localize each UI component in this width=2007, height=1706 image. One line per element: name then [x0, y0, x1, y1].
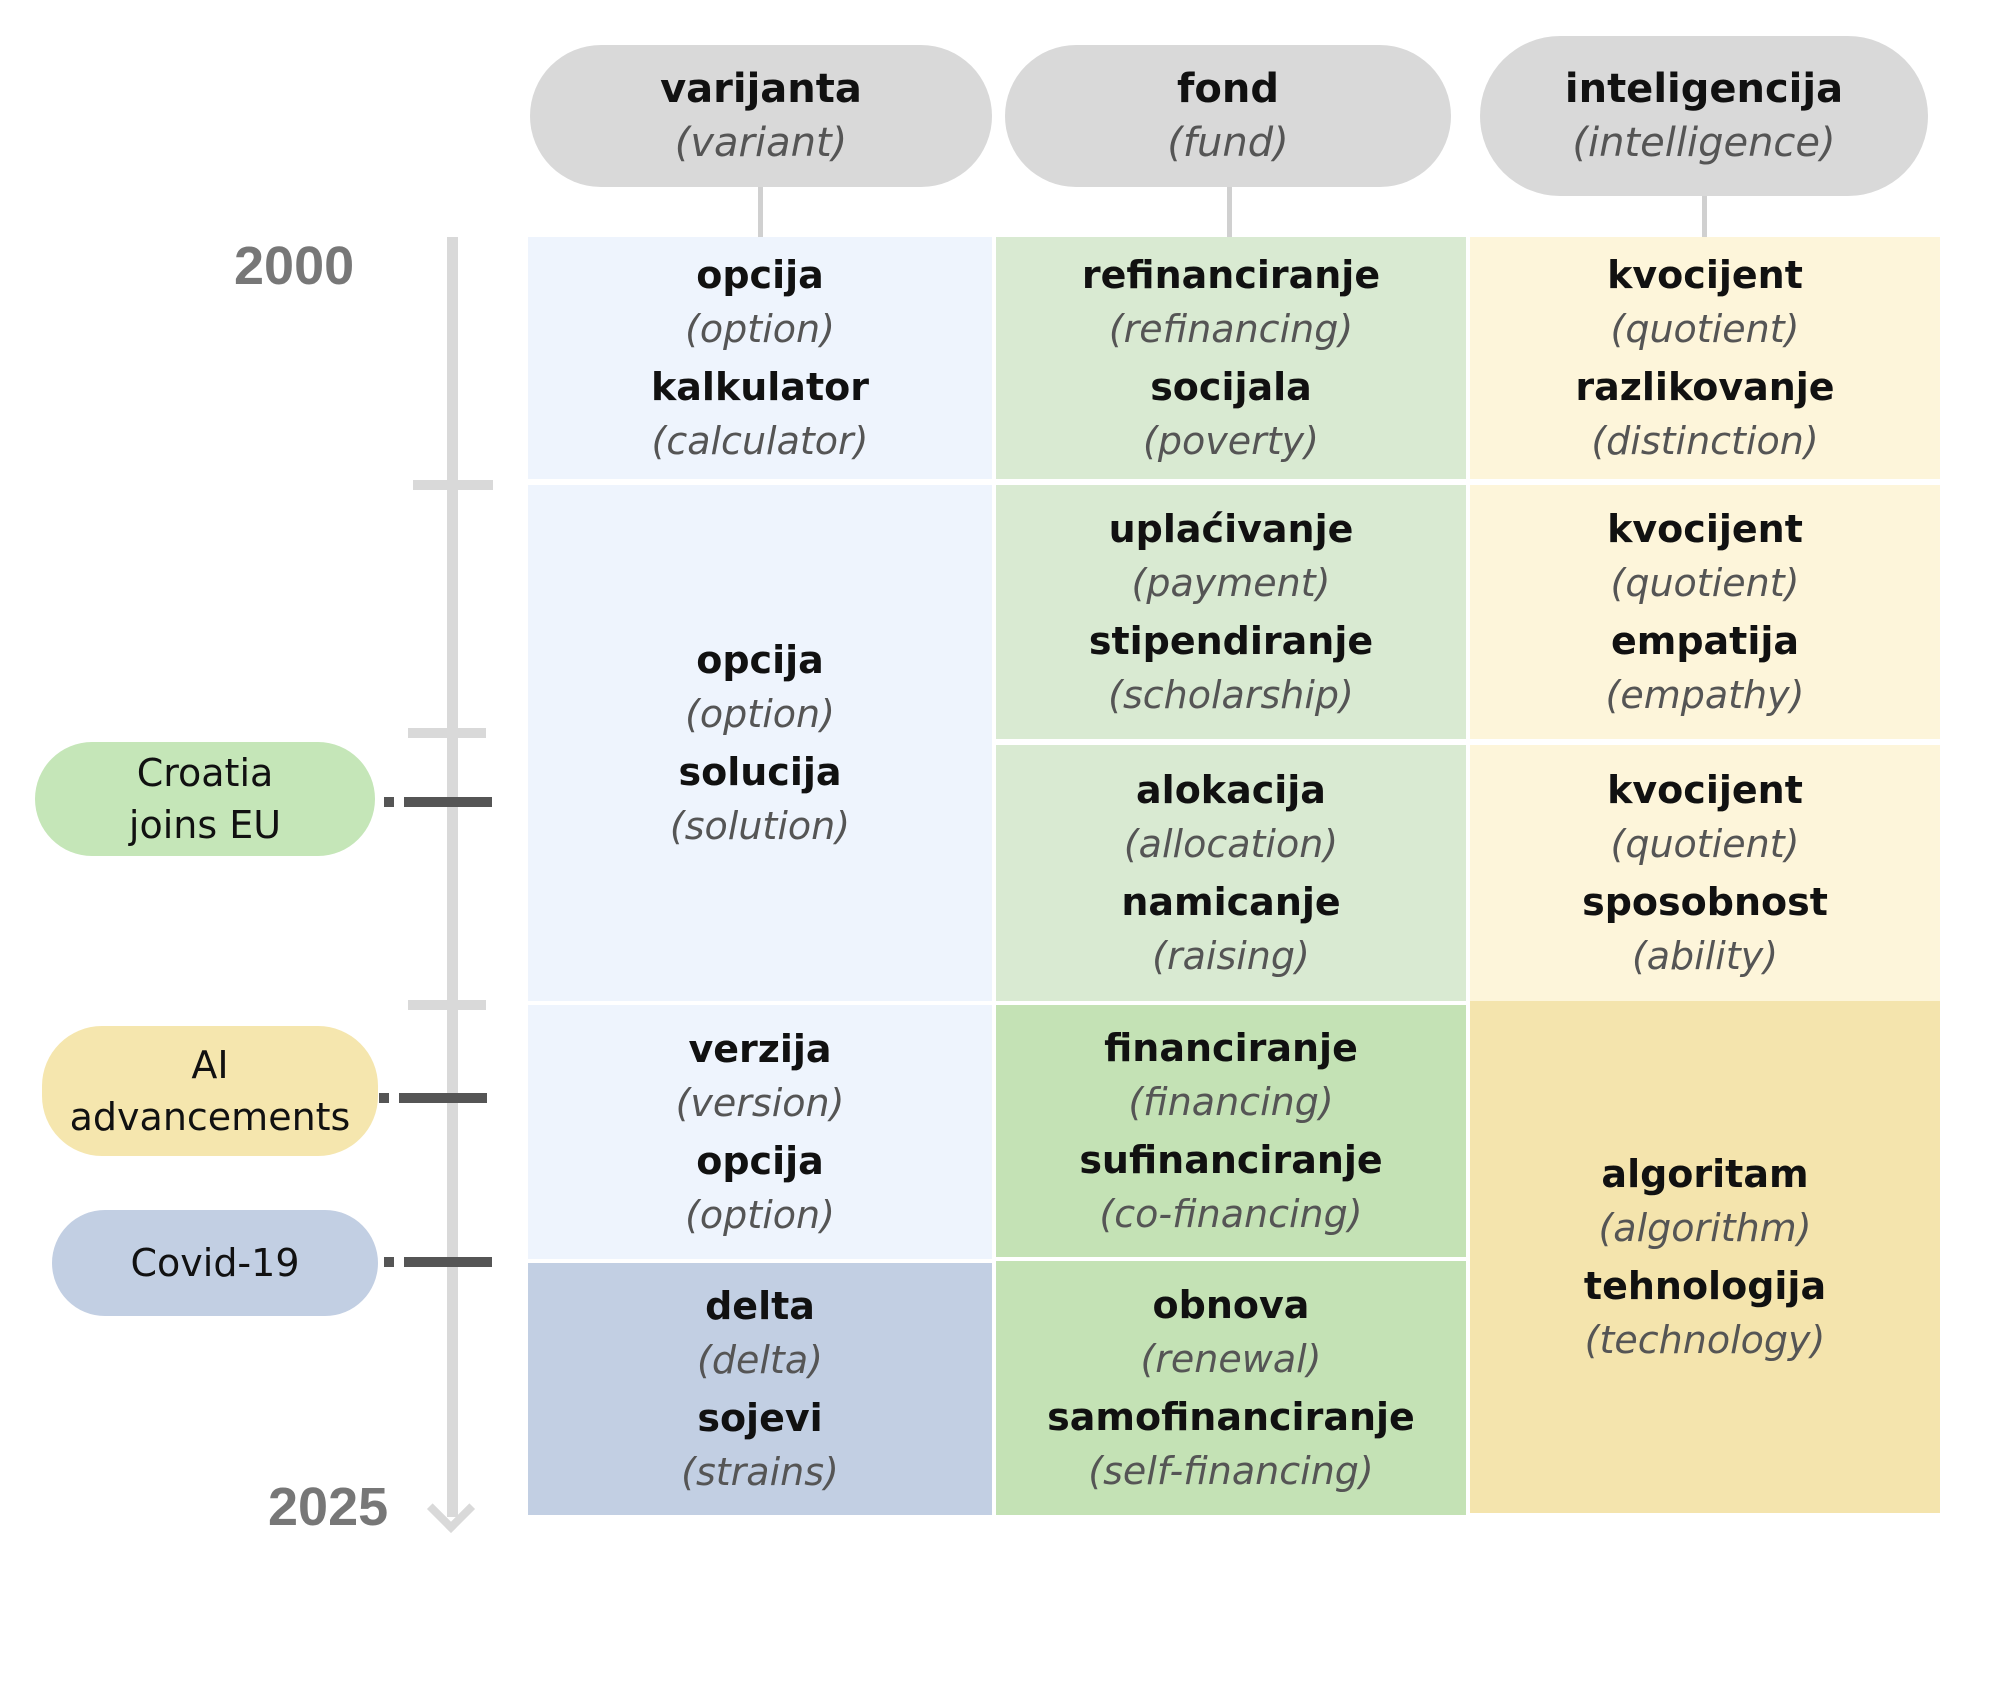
cell-inteligencija-period-4: algoritam (algorithm) tehnologija (techn…	[1470, 1001, 1940, 1513]
word: sposobnost	[1582, 880, 1828, 924]
header-connector	[758, 187, 763, 237]
word: tehnologija	[1583, 1264, 1827, 1308]
cell-varijanta-period-3: verzija (version) opcija (option)	[528, 1005, 992, 1259]
gloss: (version)	[675, 1081, 845, 1125]
header-connector	[1227, 187, 1232, 237]
header-word: inteligencija	[1564, 66, 1844, 112]
event-label-line: joins EU	[128, 803, 282, 847]
event-croatia-joins-eu: Croatia joins EU	[35, 742, 375, 856]
event-connector-line	[404, 797, 492, 807]
word: solucija	[678, 750, 842, 794]
header-word: fond	[1177, 66, 1279, 112]
timeline-tick	[413, 480, 493, 490]
column-header-varijanta: varijanta (variant)	[530, 45, 992, 187]
timeline-arrow-head	[426, 1484, 476, 1534]
cell-inteligencija-period-3: kvocijent (quotient) sposobnost (ability…	[1470, 745, 1940, 1001]
gloss: (quotient)	[1610, 822, 1800, 866]
word: financiranje	[1104, 1026, 1358, 1070]
word: sufinanciranje	[1079, 1138, 1383, 1182]
header-gloss: (variant)	[674, 120, 848, 166]
column-header-fond: fond (fund)	[1005, 45, 1451, 187]
word: refinanciranje	[1081, 253, 1381, 297]
timeline-tick	[408, 728, 486, 738]
cell-fond-period-2: uplaćivanje (payment) stipendiranje (sch…	[996, 485, 1466, 739]
timeline-start-year: 2000	[234, 236, 355, 296]
event-connector-dot	[384, 1257, 394, 1267]
header-gloss: (intelligence)	[1572, 120, 1836, 166]
cell-fond-period-1: refinanciranje (refinancing) socijala (p…	[996, 237, 1466, 479]
gloss: (financing)	[1128, 1080, 1334, 1124]
event-connector-dot	[379, 1093, 389, 1103]
word: delta	[705, 1284, 815, 1328]
cell-varijanta-period-1: opcija (option) kalkulator (calculator)	[528, 237, 992, 479]
word: opcija	[696, 638, 824, 682]
word: opcija	[696, 1139, 824, 1183]
event-connector-line	[399, 1093, 487, 1103]
word: kvocijent	[1607, 768, 1803, 812]
word: uplaćivanje	[1108, 507, 1354, 551]
cell-inteligencija-period-1: kvocijent (quotient) razlikovanje (disti…	[1470, 237, 1940, 479]
gloss: (scholarship)	[1108, 673, 1354, 717]
gloss: (payment)	[1131, 561, 1331, 605]
event-covid-19: Covid-19	[52, 1210, 378, 1316]
gloss: (option)	[685, 692, 835, 736]
word: algoritam	[1601, 1152, 1809, 1196]
word: namicanje	[1121, 880, 1341, 924]
gloss: (algorithm)	[1598, 1206, 1812, 1250]
gloss: (quotient)	[1610, 561, 1800, 605]
word: stipendiranje	[1088, 619, 1374, 663]
gloss: (raising)	[1152, 934, 1310, 978]
gloss: (allocation)	[1123, 822, 1339, 866]
event-label-line: Covid-19	[130, 1241, 300, 1285]
gloss: (solution)	[669, 804, 851, 848]
gloss: (technology)	[1584, 1318, 1826, 1362]
cell-fond-period-5: obnova (renewal) samofinanciranje (self-…	[996, 1261, 1466, 1515]
column-header-inteligencija: inteligencija (intelligence)	[1480, 36, 1928, 196]
event-label-line: AI	[191, 1043, 229, 1087]
gloss: (option)	[685, 307, 835, 351]
cell-varijanta-covid: delta (delta) sojevi (strains)	[528, 1263, 992, 1515]
word: socijala	[1150, 365, 1312, 409]
event-connector-line	[404, 1257, 492, 1267]
timeline-end-year: 2025	[268, 1477, 389, 1537]
word: verzija	[688, 1027, 832, 1071]
gloss: (ability)	[1631, 934, 1779, 978]
event-label-line: advancements	[69, 1095, 351, 1139]
cell-fond-period-3: alokacija (allocation) namicanje (raisin…	[996, 745, 1466, 1001]
header-connector	[1702, 196, 1707, 237]
header-word: varijanta	[660, 66, 862, 112]
gloss: (refinancing)	[1108, 307, 1354, 351]
gloss: (distinction)	[1591, 419, 1819, 463]
word: alokacija	[1136, 768, 1326, 812]
gloss: (renewal)	[1140, 1337, 1322, 1381]
word: opcija	[696, 253, 824, 297]
cell-varijanta-period-2: opcija (option) solucija (solution)	[528, 485, 992, 1001]
event-label-line: Croatia	[136, 751, 274, 795]
gloss: (strains)	[681, 1450, 839, 1494]
word: kvocijent	[1607, 253, 1803, 297]
event-ai-advancements: AI advancements	[42, 1026, 378, 1156]
gloss: (empathy)	[1605, 673, 1805, 717]
gloss: (co-financing)	[1099, 1192, 1363, 1236]
word: sojevi	[697, 1396, 823, 1440]
gloss: (quotient)	[1610, 307, 1800, 351]
timeline-axis	[447, 237, 458, 1517]
gloss: (delta)	[697, 1338, 823, 1382]
cell-fond-period-4: financiranje (financing) sufinanciranje …	[996, 1005, 1466, 1257]
gloss: (poverty)	[1143, 419, 1319, 463]
event-connector-dot	[384, 797, 394, 807]
gloss: (option)	[685, 1193, 835, 1237]
word: kalkulator	[651, 365, 869, 409]
gloss: (calculator)	[651, 419, 869, 463]
gloss: (self-financing)	[1088, 1449, 1374, 1493]
word: kvocijent	[1607, 507, 1803, 551]
header-gloss: (fund)	[1167, 120, 1289, 166]
cell-inteligencija-period-2: kvocijent (quotient) empatija (empathy)	[1470, 485, 1940, 739]
word: empatija	[1610, 619, 1800, 663]
word: razlikovanje	[1575, 365, 1835, 409]
word: samofinanciranje	[1047, 1395, 1415, 1439]
timeline-tick	[408, 1000, 486, 1010]
word: obnova	[1152, 1283, 1310, 1327]
